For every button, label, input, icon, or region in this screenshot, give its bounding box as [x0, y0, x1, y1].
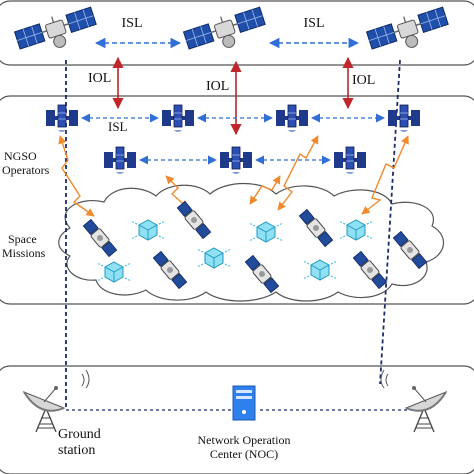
ngso-label-line1: NGSO [4, 149, 37, 163]
space-missions-label-line2: Missions [2, 246, 46, 260]
ngso-mission-link [277, 135, 319, 211]
noc-server-icon [232, 385, 256, 421]
ngso-mission-link [165, 175, 189, 209]
iol-label-left: IOL [88, 71, 111, 86]
space-missions-cloud [58, 183, 444, 302]
isl-label-top-right: ISL [304, 16, 325, 31]
ground-station-label-line1: Ground [58, 427, 101, 442]
space-missions-label-line1: Space [8, 232, 37, 246]
signal-waves-icon [380, 369, 389, 389]
ngso-mission-link [249, 175, 281, 205]
right-ground-link [379, 59, 401, 385]
ngso-mission-link [58, 135, 95, 217]
noc-label-line2: Center (NOC) [210, 447, 278, 461]
ground-station-label-line2: station [58, 443, 95, 458]
isl-label-top-left: ISL [122, 16, 143, 31]
isl-label-middle: ISL [108, 119, 128, 134]
noc-label-line1: Network Operation [198, 433, 291, 447]
ngso-mission-link [361, 135, 409, 215]
iol-label-center: IOL [206, 79, 229, 94]
ngso-label-line2: Operators [2, 163, 50, 177]
iol-label-right: IOL [352, 73, 375, 88]
signal-waves-icon [81, 369, 90, 389]
